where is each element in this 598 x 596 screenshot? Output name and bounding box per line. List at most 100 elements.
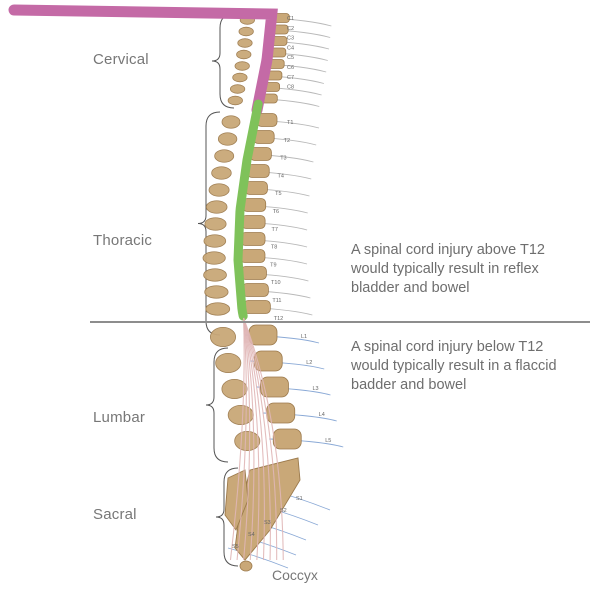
- cauda-equina-strand: [243, 317, 255, 561]
- label-thoracic: T6: [273, 209, 279, 215]
- spinous-process: [203, 234, 227, 248]
- spinous-process: [237, 38, 253, 48]
- label-thoracic: T1: [287, 120, 293, 126]
- vertebral-body: [243, 300, 271, 314]
- label-sacral: S1: [296, 496, 303, 502]
- label-thoracic: T9: [270, 262, 276, 268]
- region-label-sacral: Sacral: [93, 506, 137, 523]
- vertebral-body: [253, 350, 283, 372]
- vertebral-body: [247, 164, 270, 178]
- spinous-process: [238, 26, 254, 37]
- label-thoracic: T3: [280, 156, 286, 162]
- label-thoracic: T7: [272, 227, 278, 233]
- label-thoracic: T5: [275, 191, 281, 197]
- label-lumbar: L2: [306, 360, 312, 366]
- region-label-lumbar: Lumbar: [93, 409, 146, 426]
- vertebral-body: [244, 181, 268, 195]
- spinous-process: [230, 84, 246, 94]
- label-thoracic: T12: [274, 316, 283, 322]
- spinous-process: [236, 49, 252, 60]
- label-thoracic: T11: [272, 298, 281, 304]
- label-cervical: C1: [287, 16, 294, 22]
- vertebrae: [202, 13, 302, 572]
- lumbar-bracket: [205, 347, 229, 463]
- label-cervical: C7: [287, 75, 294, 81]
- label-lumbar: L1: [301, 334, 307, 340]
- cauda-equina-strand: [243, 317, 278, 561]
- spinous-process: [205, 200, 228, 214]
- note-below-line: would typically result in a flaccid: [351, 358, 557, 374]
- vertebral-body: [240, 266, 267, 280]
- note-above-line: A spinal cord injury above T12: [351, 242, 545, 258]
- label-cervical: C6: [287, 65, 294, 71]
- label-thoracic: T10: [271, 280, 280, 286]
- vertebra-labels: C1C2C3C4C5C6C7C8T1T2T3T4T5T6T7T8T9T10T11…: [232, 16, 331, 550]
- cauda-equina-strand: [243, 317, 265, 561]
- label-cervical: C3: [287, 36, 294, 42]
- spinous-process: [221, 115, 241, 129]
- spinous-process: [208, 183, 230, 197]
- spinous-process: [204, 217, 227, 231]
- spinous-process: [232, 72, 248, 83]
- note-above-t12: A spinal cord injury above T12 would typ…: [351, 241, 591, 298]
- cervical-cord: [8, 4, 278, 116]
- sacral-nerve: [227, 547, 289, 569]
- cauda-equina-strand: [243, 317, 251, 561]
- cauda-equina-strand: [243, 317, 271, 561]
- spinous-process: [205, 302, 231, 316]
- spinous-process: [214, 149, 235, 163]
- spinous-process: [211, 166, 232, 180]
- note-below-line: A spinal cord injury below T12: [351, 339, 544, 355]
- spinous-process: [217, 132, 238, 146]
- spinous-process: [227, 95, 243, 106]
- label-lumbar: L3: [312, 386, 318, 392]
- spinous-process: [209, 326, 236, 347]
- label-cervical: C8: [287, 85, 294, 91]
- spinous-process: [204, 285, 229, 299]
- note-below-line: badder and bowel: [351, 377, 467, 393]
- region-label-cervical: Cervical: [93, 51, 149, 68]
- label-cervical: C2: [287, 26, 294, 32]
- thoracic-cord: [233, 99, 263, 321]
- spinous-process: [221, 378, 248, 399]
- note-below-t12: A spinal cord injury below T12 would typ…: [351, 338, 591, 395]
- label-sacral: S2: [280, 508, 287, 514]
- label-lumbar: L4: [319, 412, 325, 418]
- vertebral-body: [260, 376, 289, 398]
- cervical-bracket: [211, 13, 235, 109]
- label-thoracic: T4: [277, 173, 283, 179]
- cauda-equina-strand: [243, 317, 284, 561]
- cauda-equina-strand: [229, 317, 245, 561]
- label-sacral: S3: [264, 520, 271, 526]
- sacral-bracket: [215, 467, 239, 567]
- label-lumbar: L5: [325, 438, 331, 444]
- vertebral-body: [272, 428, 302, 450]
- spinous-process: [202, 251, 226, 265]
- vertebral-body: [241, 283, 269, 297]
- vertebral-body: [239, 249, 266, 263]
- vertebral-body: [241, 215, 266, 229]
- cauda-equina-strand: [236, 317, 247, 561]
- vertebral-body: [242, 198, 267, 212]
- spinous-process: [234, 430, 261, 451]
- thoracic-bracket: [197, 111, 221, 336]
- note-above-line: would typically result in reflex: [351, 261, 539, 277]
- region-label-thoracic: Thoracic: [93, 232, 153, 249]
- vertebral-body: [248, 324, 278, 346]
- region-brackets: [197, 13, 239, 567]
- coccyx-label: Coccyx: [272, 567, 318, 583]
- spinous-process: [234, 61, 250, 71]
- label-sacral: S4: [248, 532, 255, 538]
- note-above-line: bladder and bowel: [351, 280, 470, 296]
- spinous-process: [203, 268, 227, 282]
- label-cervical: C4: [287, 45, 294, 51]
- vertebral-body: [240, 232, 266, 246]
- spinal-cord: [8, 4, 284, 561]
- label-cervical: C5: [287, 55, 294, 61]
- label-sacral: S5: [232, 544, 239, 550]
- cauda-equina-strand: [243, 317, 260, 561]
- label-thoracic: T2: [284, 138, 290, 144]
- spinous-process: [215, 352, 242, 373]
